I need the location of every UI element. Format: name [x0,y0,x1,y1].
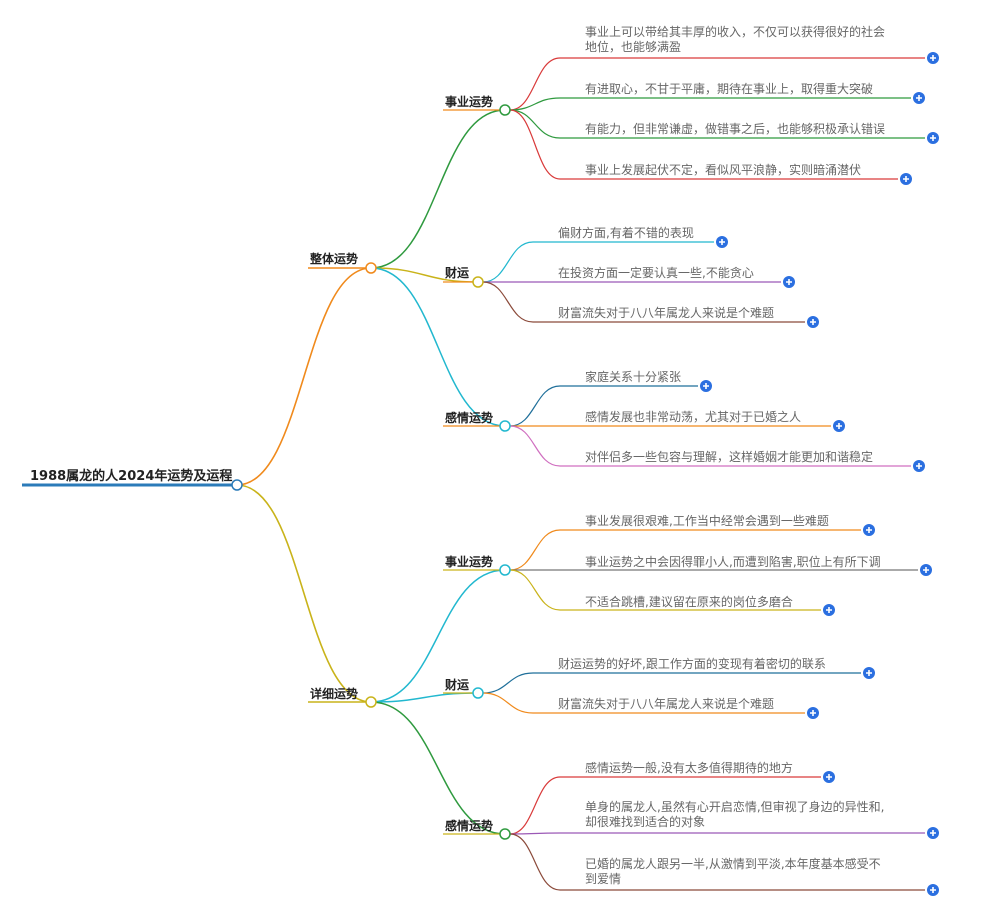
root-to-section-link [236,267,372,486]
leaf-node-label[interactable]: 偏财方面,有着不错的表现 [558,226,694,240]
leaf-node-label[interactable]: 有能力，但非常谦虚，做错事之后，也能够积极承认错误 [585,122,886,136]
leaf-node-label[interactable]: 却很难找到适合的对象 [585,815,706,829]
group-node-label[interactable]: 事业运势 [445,95,494,109]
leaf-node-label[interactable]: 家庭关系十分紧张 [585,370,682,384]
group-node-dot [499,420,511,432]
group-node-dot [499,828,511,840]
group-to-leaf-link [482,692,534,714]
group-to-leaf-link [482,241,534,283]
group-to-leaf-link [509,425,561,467]
plus-circle-icon[interactable] [807,707,819,719]
plus-circle-icon[interactable] [927,52,939,64]
leaf-node-label[interactable]: 在投资方面一定要认真一些,不能贪心 [558,266,754,280]
plus-circle-icon[interactable] [823,771,835,783]
group-to-leaf-link [509,569,561,611]
leaf-node-label[interactable]: 单身的属龙人,虽然有心开启恋情,但审视了身边的异性和, [585,800,885,814]
leaf-node-label[interactable]: 事业上发展起伏不定，看似风平浪静，实则暗涌潜伏 [585,163,862,177]
group-node-dot [499,104,511,116]
plus-circle-icon[interactable] [900,173,912,185]
group-node-label[interactable]: 感情运势 [445,819,494,833]
leaf-node-label[interactable]: 财富流失对于八八年属龙人来说是个难题 [558,697,775,711]
plus-circle-icon[interactable] [927,884,939,896]
group-to-leaf-link [509,833,561,891]
leaf-node-label[interactable]: 地位，也能够满盈 [585,40,682,54]
section-node-label[interactable]: 详细运势 [310,687,359,701]
group-to-leaf-link [509,109,561,180]
leaf-node-label[interactable]: 感情运势一般,没有太多值得期待的地方 [585,761,793,775]
group-node-dot [472,276,484,288]
leaf-node-label[interactable]: 感情发展也非常动荡，尤其对于已婚之人 [585,410,802,424]
plus-circle-icon[interactable] [807,316,819,328]
root-to-section-link [236,484,372,703]
section-to-group-link [370,267,506,427]
section-to-group-link [370,569,506,703]
group-to-leaf-link [482,672,534,694]
group-to-leaf-link [509,529,561,571]
section-node-dot [365,696,377,708]
group-node-label[interactable]: 事业运势 [445,555,494,569]
group-node-label[interactable]: 财运 [445,678,470,692]
leaf-node-label[interactable]: 财运运势的好坏,跟工作方面的变现有着密切的联系 [558,657,826,671]
group-to-leaf-link [482,281,534,323]
plus-circle-icon[interactable] [783,276,795,288]
group-to-leaf-link [509,776,561,835]
plus-circle-icon[interactable] [920,564,932,576]
section-to-group-link [370,701,506,835]
plus-circle-icon[interactable] [927,827,939,839]
plus-circle-icon[interactable] [927,132,939,144]
group-to-leaf-link [509,385,561,427]
group-to-leaf-link [509,832,561,835]
section-node-dot [365,262,377,274]
group-node-label[interactable]: 财运 [445,266,470,280]
leaf-node-label[interactable]: 事业发展很艰难,工作当中经常会遇到一些难题 [585,514,829,528]
group-to-leaf-link [509,57,561,111]
section-to-group-link [370,692,479,703]
leaf-node-label[interactable]: 事业运势之中会因得罪小人,而遭到陷害,职位上有所下调 [585,555,881,569]
group-node-dot [499,564,511,576]
plus-circle-icon[interactable] [913,92,925,104]
section-to-group-link [370,109,506,269]
section-node-label[interactable]: 整体运势 [310,252,359,266]
root-node-label[interactable]: 1988属龙的人2024年运势及运程 [30,469,233,484]
group-to-leaf-link [509,97,561,111]
leaf-node-label[interactable]: 不适合跳槽,建议留在原来的岗位多磨合 [585,595,793,609]
group-node-label[interactable]: 感情运势 [445,411,494,425]
plus-circle-icon[interactable] [823,604,835,616]
leaf-node-label[interactable]: 有进取心，不甘于平庸，期待在事业上，取得重大突破 [585,82,874,96]
plus-circle-icon[interactable] [700,380,712,392]
leaf-node-label[interactable]: 已婚的属龙人跟另一半,从激情到平淡,本年度基本感受不 [585,857,881,871]
leaf-node-label[interactable]: 到爱情 [585,872,622,886]
group-to-leaf-link [509,109,561,139]
leaf-node-label[interactable]: 财富流失对于八八年属龙人来说是个难题 [558,306,775,320]
leaf-node-label[interactable]: 事业上可以带给其丰厚的收入，不仅可以获得很好的社会 [585,25,886,39]
group-node-dot [472,687,484,699]
leaf-node-label[interactable]: 对伴侣多一些包容与理解，这样婚姻才能更加和谐稳定 [585,450,874,464]
root-node-dot [231,479,243,491]
plus-circle-icon[interactable] [833,420,845,432]
plus-circle-icon[interactable] [863,524,875,536]
plus-circle-icon[interactable] [913,460,925,472]
plus-circle-icon[interactable] [863,667,875,679]
plus-circle-icon[interactable] [716,236,728,248]
